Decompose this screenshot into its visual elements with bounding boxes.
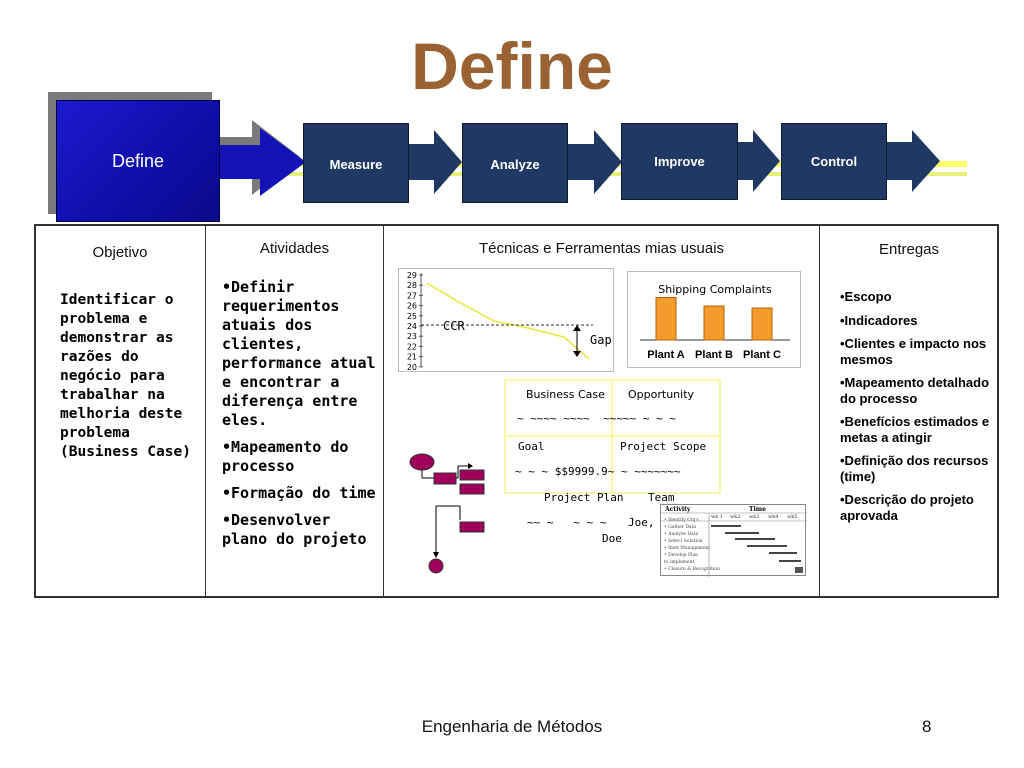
entrega-item: •Benefícios estimados e metas a atingir [840,414,990,445]
gantt-task-label: • Identify Ctq's [664,518,699,523]
objetivo-line: melhoria deste [60,406,183,422]
gantt-activity-header: Activity [665,506,691,513]
gantt-bars [661,512,807,577]
charter-plan-row: ~~ ~ ~ ~ ~ [527,516,607,529]
shipping-category-label: Plant C [743,349,781,361]
objetivo-header: Objetivo [92,244,148,261]
objetivo-line: negócio para [60,368,165,384]
define-table [34,224,999,598]
shipping-category-label: Plant A [647,349,685,361]
atividade-item: •Desenvolver plano do projeto [222,511,367,548]
objetivo-line: razões do [60,349,139,365]
gap-chart-tick-label: 26 [407,302,417,311]
page-number: 8 [922,717,932,736]
shipping-chart-plot: Plant A Plant B Plant C [640,297,790,361]
gantt-weeks: wk 1 wk2 wk3 wk4 wk5 [709,514,805,522]
shipping-category-label: Plant B [695,349,733,361]
gap-chart-tick-label: 28 [407,281,417,290]
atividade-item: •Mapeamento do processo [222,438,349,475]
gap-chart-tick-label: 21 [407,353,417,362]
gantt-task-label: • Analyze Data [664,532,699,537]
ccr-label: CCR [443,319,465,333]
objetivo-body: Identificar o problema e demonstrar as r… [60,291,205,462]
entrega-item: •Mapeamento detalhado do processo [840,375,990,406]
charter-grid [504,379,721,494]
entrega-item: •Clientes e impacto nos mesmos [840,336,987,367]
entrega-item: •Definição dos recursos (time) [840,453,989,484]
opportunity-label: Opportunity [628,388,695,401]
column-divider [205,224,206,598]
column-divider [383,224,384,598]
atividade-item: •Definir requerimentos atuais dos client… [222,278,376,429]
gantt-task-label: • Gather Data [664,525,697,530]
phase-analyze-label: Analyze [490,157,540,172]
gap-label: Gap [590,333,612,347]
shipping-bar [751,307,773,341]
process-map [409,453,485,574]
atividades-list: •Definir requerimentos atuais dos client… [222,278,380,557]
business-case-label: Business Case [526,388,605,401]
charter-tilde-row: ~ ~~~~ ~~~~ ~~~~~ ~ ~ ~ [517,412,676,425]
column-divider [819,224,820,598]
gantt-task-label: • Select Solution [664,539,703,544]
gap-chart-tick-label: 24 [407,322,417,331]
gantt-task-label: • Imnt Management [664,546,711,551]
team-members-cont: Doe [602,532,622,545]
phase-define-label: Define [111,151,165,171]
phase-improve[interactable]: Improve [621,123,738,200]
entrega-item: •Descrição do projeto aprovada [840,492,974,523]
gap-chart-tick-label: 23 [407,332,417,341]
phase-measure[interactable]: Measure [303,123,409,203]
gap-chart-tick-label: 27 [407,291,417,300]
gantt-tasks: • Identify Ctq's • Gather Data • Analyze D… [664,517,720,573]
gantt-week-label: wk2 [730,514,741,520]
shipping-bar [703,305,725,341]
phase-define[interactable]: Define [56,100,220,222]
entrega-item: •Escopo [840,289,892,304]
team-label: Team [648,491,675,504]
objetivo-line: (Business Case) [60,444,191,460]
objetivo-line: Identificar o [60,292,174,308]
project-plan-label: Project Plan [544,491,624,504]
entregas-header: Entregas [878,241,940,258]
objetivo-line: problema e [60,311,148,327]
phase-measure-label: Measure [329,157,383,172]
gantt-week-label: wk 1 [711,514,724,520]
atividades-header: Atividades [259,240,330,257]
gantt-week-label: wk5 [787,514,798,520]
gantt-week-label: wk4 [768,514,779,520]
atividade-item: •Formação do time [222,484,376,502]
gap-chart-tick-label: 29 [407,271,417,280]
charter-goal-row: ~ ~ ~ $$9999.9~ ~ ~~~~~~~ [515,465,681,478]
gantt-chart: Activity Time wk 1 wk2 wk3 wk4 wk5 • Identif… [660,504,807,577]
gantt-task-label: to implement [664,560,695,565]
gap-chart-tick-label: 20 [407,363,417,372]
phase-control-label: Control [810,154,858,169]
phase-arrows [212,120,940,196]
gantt-time-header: Time [749,506,766,513]
phase-improve-label: Improve [654,154,705,169]
tecnicas-header: Técnicas e Ferramentas mias usuais [478,240,725,257]
footer-course: Engenharia de Métodos [421,717,603,736]
slide-title: Define [411,29,613,103]
goal-label: Goal [518,440,545,453]
project-scope-label: Project Scope [620,440,707,453]
entrega-item: •Indicadores [840,312,918,328]
shipping-chart-title: Shipping Complaints [658,283,772,296]
objetivo-line: trabalhar na [60,387,165,403]
gantt-week-label: wk3 [749,514,760,520]
gantt-task-label: • Develop Plan [664,553,699,558]
phase-analyze[interactable]: Analyze [462,123,568,203]
gap-chart-tick-label: 25 [407,312,417,321]
objetivo-line: problema [60,425,130,441]
shipping-bar [655,297,677,341]
objetivo-line: demonstrar as [60,330,174,346]
gap-chart-tick-label: 22 [407,342,417,351]
gantt-task-label: • Closure & Recognition [664,567,720,572]
phase-control[interactable]: Control [781,123,887,200]
entregas-list: •Escopo •Indicadores •Clientes e impacto… [840,289,990,531]
